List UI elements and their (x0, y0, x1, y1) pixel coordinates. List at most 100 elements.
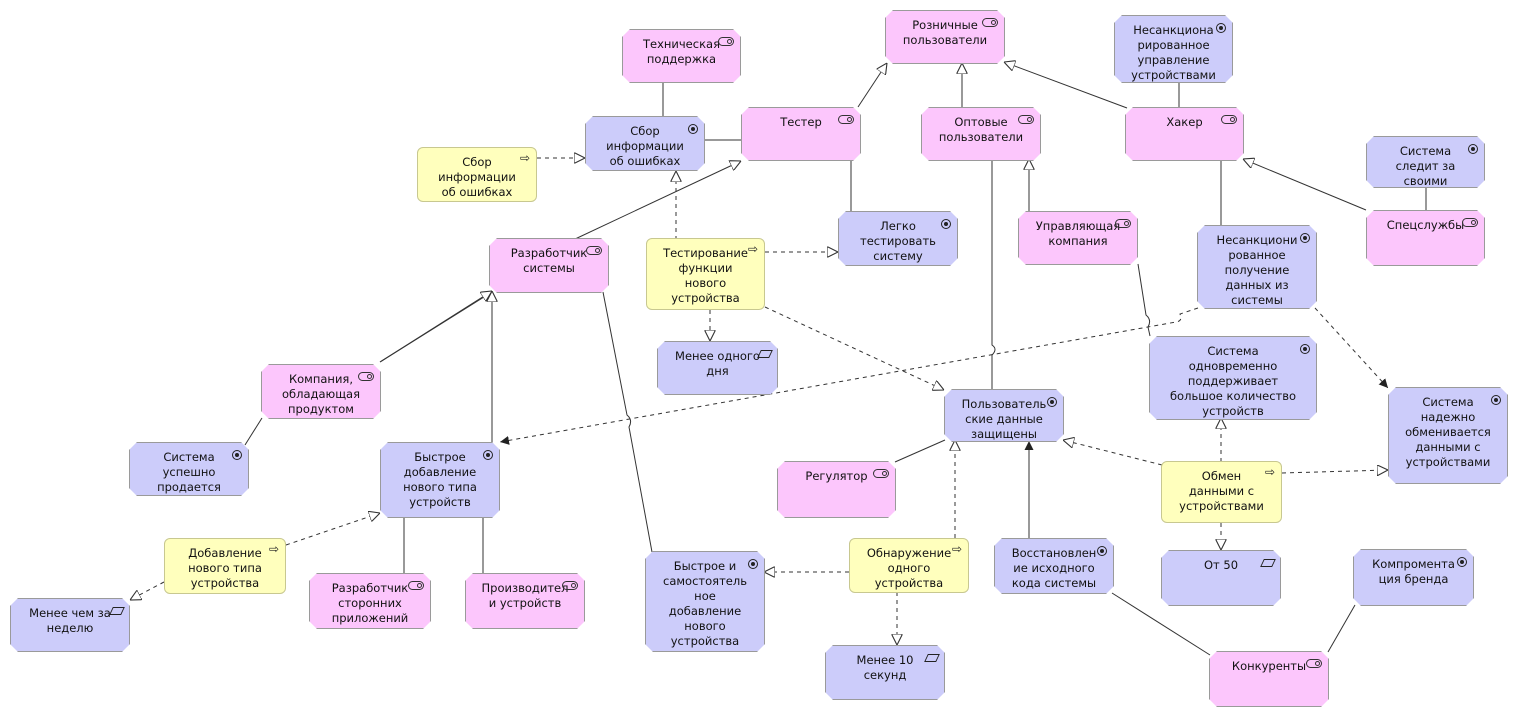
node-competitors[interactable]: Конкуренты (1209, 651, 1329, 707)
parallelogram-icon (1260, 559, 1276, 567)
parallelogram-icon (757, 350, 773, 358)
edge-generalization (379, 291, 492, 363)
toggle-icon (586, 246, 602, 255)
target-icon (1216, 23, 1226, 33)
node-label: Система следит за своими (1395, 144, 1456, 188)
parallelogram-icon (109, 607, 125, 615)
target-icon (1300, 233, 1310, 243)
node-label: Хакер (1166, 115, 1203, 129)
node-company[interactable]: Компания, обладающая продуктом (261, 364, 381, 419)
node-regulator[interactable]: Регулятор (777, 461, 896, 518)
node-reliable[interactable]: Система надежно обменивается данными с у… (1388, 387, 1508, 484)
node-simultaneous[interactable]: Система одновременно поддерживает большо… (1149, 336, 1317, 420)
node-label: Несанкциони рованное получение данных из… (1216, 233, 1298, 307)
node-label: Тестирование функции нового устройства (663, 246, 748, 305)
node-detect[interactable]: Обнаружение одного устройства⇨ (849, 538, 969, 593)
node-label: Система надежно обменивается данными с у… (1405, 395, 1491, 469)
node-label: Техническая поддержка (642, 37, 720, 66)
node-restore[interactable]: Восстановлен ие исходного кода системы (994, 538, 1114, 594)
arrow-icon: ⇨ (1264, 465, 1275, 479)
node-developer[interactable]: Разработчик системы (489, 238, 609, 293)
node-label: Конкуренты (1231, 659, 1307, 673)
toggle-icon (982, 18, 998, 27)
node-label: Система успешно продается (157, 450, 221, 494)
node-special[interactable]: Спецслужбы (1366, 210, 1485, 266)
node-less-than-10s[interactable]: Менее 10 секунд (825, 645, 945, 700)
node-label: Сбор информации об ошибках (438, 155, 516, 199)
edge-realization (285, 513, 380, 546)
target-icon (1097, 546, 1107, 556)
edge-realization (764, 306, 944, 390)
node-protected[interactable]: Пользователь ские данные защищены (944, 389, 1064, 442)
arrow-icon: ⇨ (747, 242, 758, 256)
node-label: Обмен данными с устройствами (1179, 469, 1264, 513)
edge-line (1327, 604, 1356, 653)
node-less-than-day[interactable]: Менее одного дня (657, 341, 778, 395)
arrow-icon: ⇨ (268, 542, 279, 556)
node-label: Розничные пользователи (902, 18, 988, 47)
node-label: Система одновременно поддерживает большо… (1169, 344, 1297, 418)
node-label: Быстрое и самостоятель ное добавление но… (663, 559, 747, 648)
node-label: Восстановлен ие исходного кода системы (1011, 546, 1097, 590)
node-label: Регулятор (805, 469, 868, 483)
node-testing[interactable]: Тестирование функции нового устройства⇨ (646, 238, 765, 310)
node-label: Оптовые пользователи (938, 115, 1024, 144)
edge-realization (130, 581, 165, 600)
node-third-party[interactable]: Разработчик сторонних приложений (309, 573, 431, 629)
node-watch[interactable]: Система следит за своими (1366, 136, 1485, 188)
node-brand[interactable]: Компромента ция бренда (1353, 549, 1474, 606)
node-label: Производител и устройств (481, 581, 569, 610)
node-collect-req[interactable]: Сбор информации об ошибках⇨ (417, 147, 537, 202)
edge-line (1111, 592, 1211, 656)
node-add-type[interactable]: Добавление нового типа устройства⇨ (164, 538, 286, 594)
node-makers[interactable]: Производител и устройств (465, 573, 585, 629)
node-less-than-week[interactable]: Менее чем за неделю (10, 598, 130, 652)
target-icon (748, 559, 758, 569)
edge-generalization (1243, 159, 1367, 211)
edge-line (244, 417, 263, 446)
node-label: Тестер (780, 115, 822, 129)
node-hacker[interactable]: Хакер (1125, 107, 1244, 161)
node-tester[interactable]: Тестер (741, 107, 861, 161)
node-label: Обнаружение одного устройства (866, 546, 952, 590)
arrow-icon: ⇨ (519, 151, 530, 165)
node-unauth-data[interactable]: Несанкциони рованное получение данных из… (1197, 225, 1317, 309)
node-fast-self[interactable]: Быстрое и самостоятель ное добавление но… (645, 551, 765, 652)
node-label: Компания, обладающая продуктом (281, 372, 360, 416)
toggle-icon (873, 469, 889, 478)
node-wholesale[interactable]: Оптовые пользователи (921, 107, 1041, 161)
target-icon (1457, 557, 1467, 567)
target-icon (1491, 395, 1501, 405)
toggle-icon (408, 581, 424, 590)
toggle-icon (1221, 115, 1237, 124)
node-unauth-control[interactable]: Несанкциона рированное управление устрой… (1114, 15, 1233, 83)
node-label: Быстрое добавление нового типа устройств (403, 450, 477, 509)
node-label: Сбор информации об ошибках (606, 124, 684, 168)
edge-line (991, 160, 996, 390)
target-icon (1047, 397, 1057, 407)
node-exchange[interactable]: Обмен данными с устройствами⇨ (1161, 461, 1282, 523)
node-easy-test[interactable]: Легко тестировать систему (838, 211, 958, 266)
node-management[interactable]: Управляющая компания (1018, 211, 1138, 265)
node-from-50[interactable]: От 50 (1161, 550, 1281, 606)
edge-generalization (857, 63, 887, 108)
toggle-icon (1115, 219, 1131, 228)
edge-line (1137, 263, 1151, 337)
node-retail[interactable]: Розничные пользователи (885, 10, 1005, 64)
node-collect-goal[interactable]: Сбор информации об ошибках (585, 116, 705, 171)
edge-line (894, 439, 946, 463)
edge-realization (1281, 470, 1388, 473)
node-fast-add[interactable]: Быстрое добавление нового типа устройств (380, 442, 500, 518)
node-sells[interactable]: Система успешно продается (129, 442, 249, 496)
node-label: Управляющая компания (1035, 219, 1121, 248)
node-tech[interactable]: Техническая поддержка (622, 29, 741, 83)
toggle-icon (358, 372, 374, 381)
node-label: Компромента ция бренда (1372, 557, 1455, 586)
node-label: Разработчик системы (510, 246, 588, 275)
target-icon (941, 219, 951, 229)
node-label: Пользователь ские данные защищены (961, 397, 1047, 441)
target-icon (688, 124, 698, 134)
edge-influence (499, 307, 1199, 445)
